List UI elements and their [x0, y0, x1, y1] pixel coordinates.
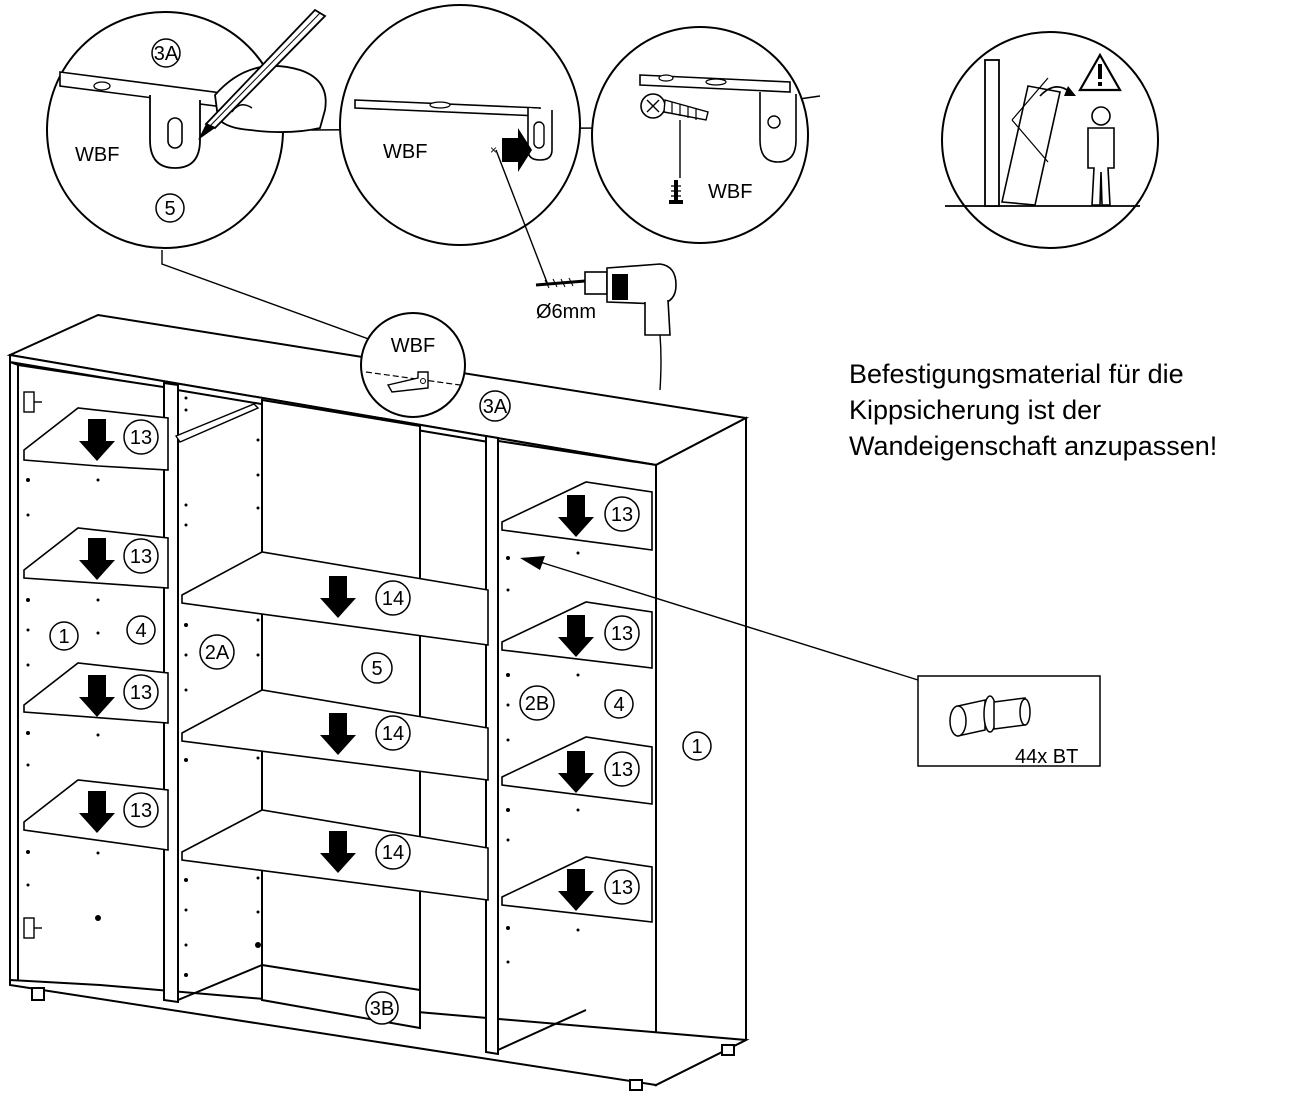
- label-shelf-13: 13: [611, 759, 633, 781]
- note-line-2: Kippsicherung ist der: [849, 395, 1102, 425]
- label-shelf-14: 14: [382, 723, 404, 745]
- label-part-back-right: 4: [613, 694, 624, 716]
- warning-triangle-icon: [1078, 52, 1122, 92]
- hardware-quantity: 44x BT: [1015, 746, 1078, 768]
- shelf-labels: 13 13 13 13 14 14 14 13 13 13 13: [123, 419, 640, 905]
- drawer-runner-icon: [174, 403, 260, 443]
- detail-circle-top-bracket: WBF: [360, 312, 466, 418]
- label-part-bottom: 3B: [370, 998, 394, 1020]
- label-part-5: 5: [164, 198, 175, 220]
- label-part-side-left: 1: [58, 626, 69, 648]
- detail-circle-screwing: WBF: [591, 26, 809, 244]
- label-shelf-13: 13: [130, 800, 152, 822]
- label-part-divider-right: 2B: [525, 693, 549, 715]
- part-labels: 3A 3B 1 4 2A 5 2B 4 1: [49, 390, 712, 1025]
- svg-text:×: ×: [490, 143, 497, 157]
- label-wbf-mark: WBF: [75, 144, 119, 166]
- label-wbf-drill: WBF: [383, 141, 427, 163]
- label-shelf-13: 13: [130, 682, 152, 704]
- label-part-back-left: 4: [135, 620, 146, 642]
- drill-bit-size: Ø6mm: [536, 301, 596, 323]
- label-shelf-13: 13: [611, 623, 633, 645]
- label-part-divider-left: 2A: [205, 642, 230, 664]
- hinge-icon: [23, 391, 42, 939]
- label-wbf-top: WBF: [391, 335, 435, 357]
- anchoring-warning-note: Befestigungsmaterial für die Kippsicheru…: [849, 356, 1299, 464]
- label-shelf-14: 14: [382, 588, 404, 610]
- detail-circle-marking: 3A WBF 5: [46, 8, 327, 249]
- note-line-1: Befestigungsmaterial für die: [849, 359, 1184, 389]
- label-part-back-center: 5: [371, 658, 382, 680]
- shelf-pin-holes: [26, 396, 580, 977]
- label-shelf-14: 14: [382, 842, 404, 864]
- label-shelf-13: 13: [130, 427, 152, 449]
- label-part-3a: 3A: [154, 43, 179, 65]
- label-part-side-right: 1: [691, 736, 702, 758]
- note-line-3: Wandeigenschaft anzupassen!: [849, 431, 1218, 461]
- detail-circle-drilling: × WBF: [339, 4, 581, 246]
- label-shelf-13: 13: [130, 546, 152, 568]
- label-shelf-13: 13: [611, 877, 633, 899]
- person-icon: [1087, 106, 1115, 206]
- shelf-pin-icon: [949, 695, 1031, 737]
- pencil-hand-icon: [198, 8, 327, 140]
- label-shelf-13: 13: [611, 504, 633, 526]
- label-part-top: 3A: [483, 396, 508, 418]
- hardware-box: 44x BT: [917, 675, 1101, 768]
- dowel-screw-icon: [640, 93, 709, 121]
- power-drill-icon: [535, 263, 677, 391]
- label-wbf-screw: WBF: [708, 181, 752, 203]
- drill-direction-arrow-icon: [502, 128, 532, 172]
- screw-icon: [669, 180, 683, 204]
- detail-circle-tip-warning: [941, 31, 1159, 249]
